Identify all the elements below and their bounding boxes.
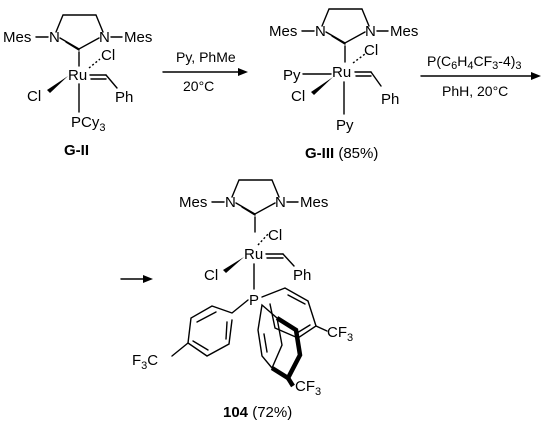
g2-ph: Ph [115, 89, 133, 106]
c104-label: 104 (72%) [223, 404, 292, 421]
g3-py-bottom: Py [336, 117, 354, 134]
compound-g-iii: N N Mes Mes Ru Cl Py Cl Ph Py G-III (85%… [269, 8, 418, 162]
c104-nhc-ring [231, 179, 280, 215]
g3-mes-right: Mes [390, 23, 418, 40]
c104-f3c-sub: 3 [141, 360, 147, 372]
g2-pcy3-main: PCy [71, 114, 100, 131]
arrow-2-above-s1: 6 [451, 60, 457, 72]
c104-ru: Ru [244, 246, 263, 263]
g3-ph: Ph [381, 91, 399, 108]
g3-cl-left-wedge [311, 77, 333, 95]
g3-n-right: N [365, 23, 376, 40]
c104-n-right: N [275, 194, 286, 211]
c104-aryl-down-cf3-bond [286, 376, 295, 388]
arrow-2-above: P(C6H4CF3-4)3 [427, 53, 522, 72]
g3-nhc-ring [321, 8, 370, 44]
g3-label: G-III (85%) [305, 145, 378, 162]
arrow-2-above-s2: 4 [467, 60, 473, 72]
arrow-2-above-s3: 3 [492, 60, 498, 72]
g2-n-left: N [49, 29, 60, 46]
c104-mes-right: Mes [300, 194, 328, 211]
c104-ch-ph-bond [282, 253, 295, 267]
g2-cl-left-wedge [47, 76, 68, 93]
arrow-1: Py, PhMe 20°C [162, 49, 248, 94]
c104-aryl-right-db2 [296, 324, 311, 334]
c104-f3c-f: F [132, 352, 141, 369]
c104-nhc-double [241, 206, 256, 216]
c104-cf3-down-main: CF [295, 378, 315, 395]
c104-cf3-down-sub: 3 [315, 386, 321, 398]
c104-cf3-right-sub: 3 [347, 332, 353, 344]
arrow-2-above-p2: H [457, 53, 467, 69]
g3-label-bold: G-III [305, 145, 334, 162]
g2-pcy3-sub: 3 [99, 122, 105, 134]
arrow-2-above-p4: -4) [498, 53, 515, 69]
c104-aryl-left-db1 [196, 311, 217, 323]
c104-aryl-left-db3 [225, 321, 228, 340]
g3-n-left: N [315, 23, 326, 40]
arrow-2-below: PhH, 20°C [442, 83, 508, 99]
c104-cf3-down: CF3 [295, 378, 321, 398]
c104-cl-left: Cl [204, 267, 218, 284]
arrow-1-above: Py, PhMe [176, 49, 236, 65]
g2-mes-left: Mes [3, 29, 31, 46]
g3-label-yield: (85%) [334, 145, 378, 162]
g3-mes-left: Mes [269, 23, 297, 40]
arrow-2: P(C6H4CF3-4)3 PhH, 20°C [420, 53, 541, 99]
c104-cf3-right: CF3 [327, 324, 353, 344]
c104-p: P [249, 292, 259, 309]
c104-f3c-left: F3C [132, 352, 158, 372]
c104-cl-left-wedge [223, 257, 244, 273]
g2-cl-top: Cl [101, 47, 115, 64]
c104-label-bold: 104 [223, 404, 249, 421]
arrow-3-head [143, 275, 153, 283]
c104-aryl-down-bold [270, 316, 303, 382]
arrow-2-above-p1: P(C [427, 53, 451, 69]
g3-nhc-double [331, 35, 346, 45]
c104-f3c-c: C [147, 352, 158, 369]
g3-ch-ph-bond [370, 71, 382, 87]
g2-cl-left: Cl [27, 88, 41, 105]
g2-pcy3: PCy3 [71, 114, 105, 134]
g2-mes-right: Mes [124, 29, 152, 46]
c104-aryl-left-cf3-bond [171, 342, 189, 357]
c104-aryl-left-ring [187, 299, 249, 357]
c104-aryl-down-ring [257, 303, 283, 370]
c104-aryl-right-db1 [287, 294, 306, 305]
arrow-2-above-p3: CF [474, 53, 493, 69]
c104-n-left: N [225, 194, 236, 211]
arrow-3 [120, 275, 153, 283]
g3-cl-top: Cl [364, 42, 378, 59]
arrow-2-head [531, 72, 541, 80]
c104-ph: Ph [293, 267, 311, 284]
g3-py-left: Py [283, 67, 301, 84]
g3-ru: Ru [332, 64, 351, 81]
g2-ru: Ru [68, 67, 87, 84]
c104-cl-top: Cl [268, 227, 282, 244]
g2-cl-top-bond [88, 58, 101, 69]
g3-cl-left: Cl [291, 88, 305, 105]
arrow-1-head [238, 68, 248, 76]
g2-ch-ph-bond [105, 74, 118, 89]
compound-104: N N Mes Mes Ru Cl Cl Ph P F3C CF3 [132, 179, 353, 421]
compound-g-ii: N N Mes Mes Ru Cl Cl Ph PCy3 G-II [3, 14, 152, 159]
c104-aryl-right-cf3-bond [315, 325, 328, 332]
g2-n-right: N [99, 29, 110, 46]
c104-label-yield: (72%) [248, 404, 292, 421]
c104-aryl-left-db2 [192, 340, 209, 351]
arrow-1-below: 20°C [183, 78, 214, 94]
g2-label: G-II [64, 142, 89, 159]
g2-nhc-ring [55, 14, 104, 50]
c104-aryl-down-db [263, 333, 268, 353]
c104-cl-top-bond [257, 232, 270, 246]
c104-cf3-right-main: CF [327, 324, 347, 341]
c104-mes-left: Mes [179, 194, 207, 211]
arrow-2-above-s4: 3 [515, 60, 521, 72]
g2-nhc-double [65, 41, 80, 51]
